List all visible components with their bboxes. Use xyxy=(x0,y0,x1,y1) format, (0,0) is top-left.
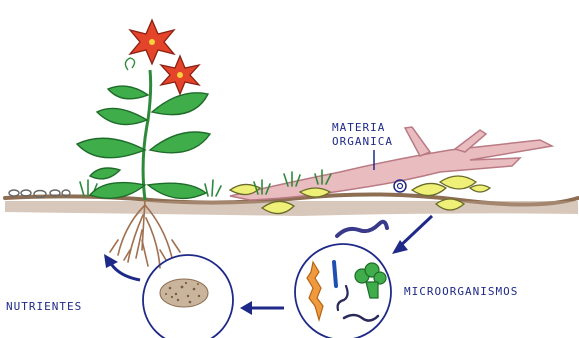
arrow-to-nutrients xyxy=(240,301,284,315)
label-organic-matter-line1: MATERIA xyxy=(332,121,385,134)
label-microorganisms: MICROORGANISMOS xyxy=(404,285,518,298)
label-organic-matter-line2: ORGANICA xyxy=(332,135,393,148)
plant xyxy=(77,20,210,200)
arrow-to-microorganisms xyxy=(392,216,432,254)
flower-top xyxy=(130,20,174,64)
flower-bottom xyxy=(161,56,199,94)
nutrients-circle xyxy=(143,255,233,338)
label-nutrients: NUTRIENTES xyxy=(6,300,82,313)
worm xyxy=(337,222,387,236)
arrow-to-roots xyxy=(104,254,140,280)
microorganisms-circle xyxy=(295,244,391,338)
